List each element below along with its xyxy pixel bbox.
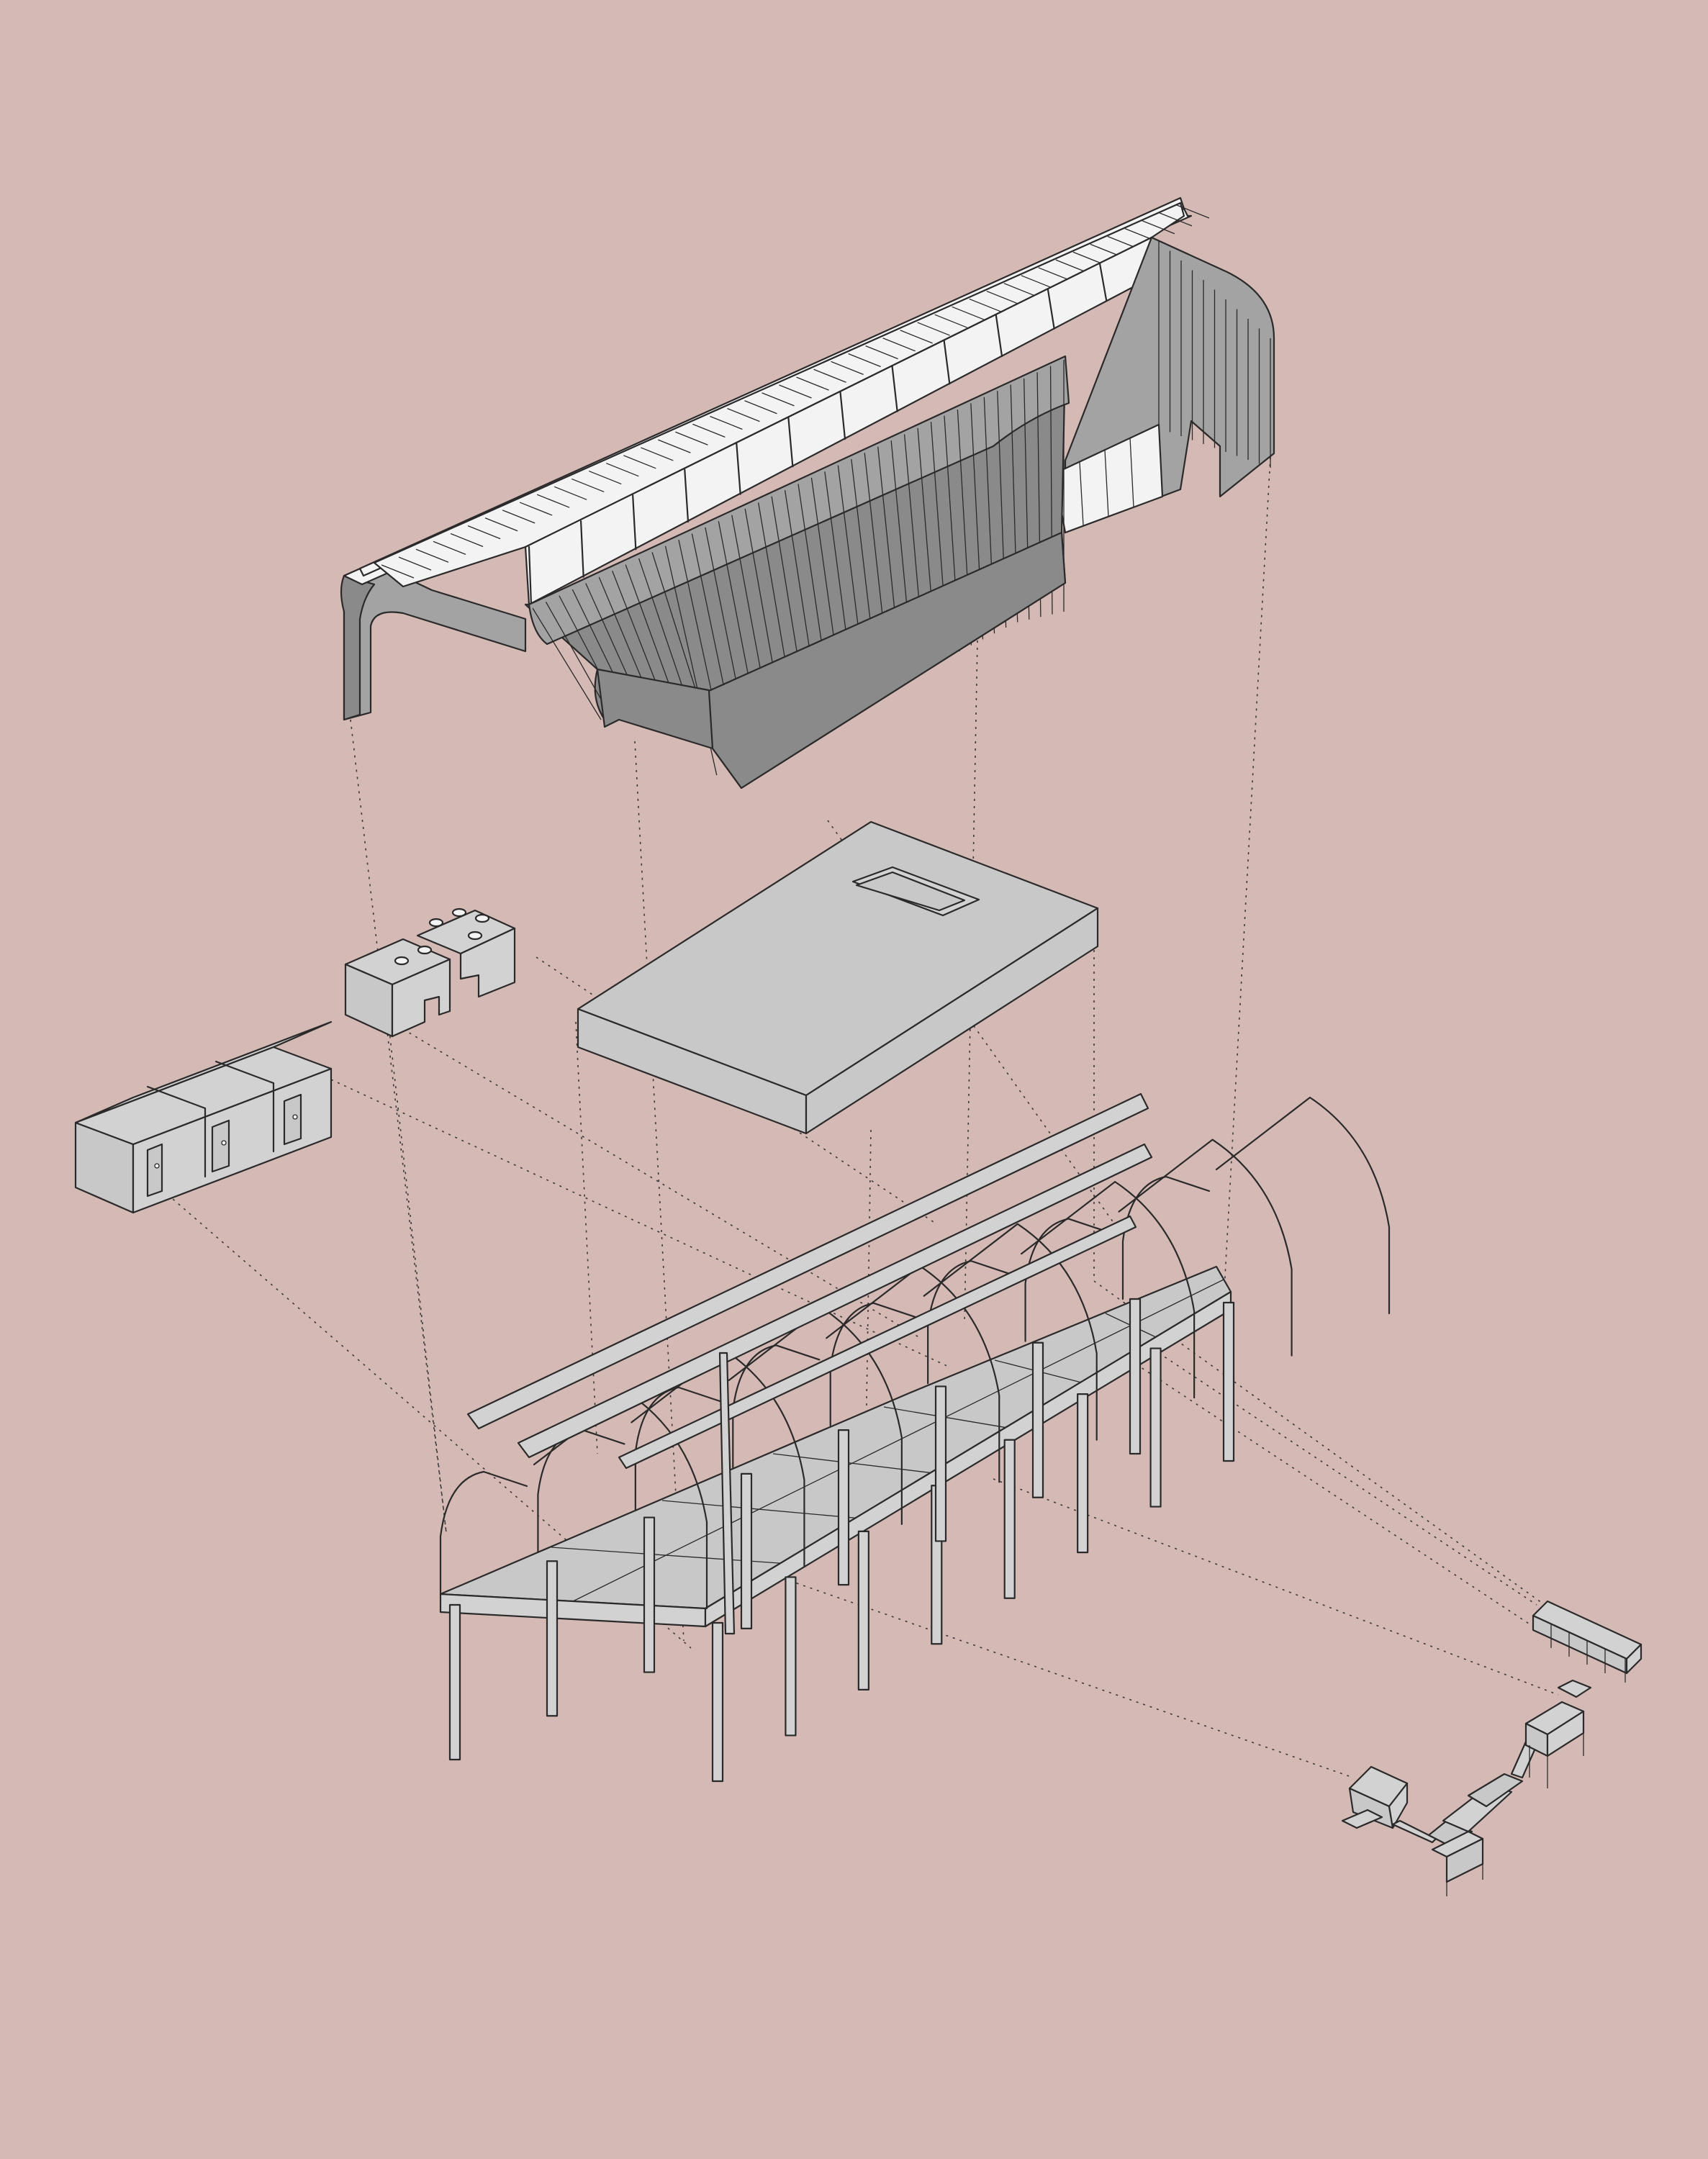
clerestory-mullion	[528, 546, 533, 606]
column	[785, 1576, 797, 1737]
skylight-rib	[519, 502, 553, 516]
column	[857, 1530, 869, 1690]
skylight-rib	[762, 392, 795, 407]
clerestory-mullion	[632, 494, 637, 551]
skylight-rib	[1142, 220, 1175, 235]
clerestory-mullion	[736, 443, 741, 495]
skylight-rib	[917, 322, 950, 336]
column	[1222, 1301, 1235, 1462]
skylight-rib	[1003, 283, 1037, 297]
portal-arch-left	[1121, 1175, 1211, 1300]
skylight-rib	[1021, 275, 1054, 289]
cabin-modules	[74, 1020, 333, 1214]
deck-axis-line	[572, 1279, 1224, 1602]
skylight-rib	[415, 548, 449, 563]
column	[1077, 1393, 1089, 1554]
floor-slab	[577, 820, 1099, 1135]
clerestory-mullion	[839, 391, 846, 440]
portal-arch-left	[634, 1386, 723, 1511]
clerestory-mullion	[943, 340, 951, 385]
portal-arch-right	[923, 1223, 1098, 1441]
portal-arch-right	[826, 1265, 1000, 1483]
skylight-rib	[641, 447, 674, 461]
clerestory-mullion	[684, 469, 690, 523]
portal-arch-right	[1118, 1139, 1293, 1357]
column	[1149, 1347, 1162, 1508]
skylight-rib	[623, 455, 656, 469]
column	[934, 1385, 947, 1542]
skylight-rib	[433, 540, 466, 555]
clerestory-mullion	[891, 366, 898, 412]
portal-arch-right	[728, 1307, 903, 1525]
skylight-rib	[675, 431, 708, 445]
skylight-rib	[1159, 212, 1193, 227]
skylight-rib	[882, 338, 916, 352]
portal-arch-right	[1021, 1181, 1196, 1399]
skylight-rib	[589, 470, 622, 485]
skylight-rib	[710, 415, 743, 430]
roof	[340, 196, 1275, 789]
column	[711, 1621, 724, 1783]
skylight-rib	[450, 533, 484, 548]
skylight-rib	[606, 463, 639, 477]
bench-unit	[1532, 1600, 1643, 1683]
clerestory-mullion	[579, 520, 584, 578]
skylight-rib	[848, 353, 881, 368]
skylight-rib	[571, 478, 605, 493]
skylight-rib	[553, 486, 587, 500]
clerestory-mullion	[995, 314, 1003, 358]
skylight-rib	[1038, 267, 1072, 281]
columns	[448, 1298, 1235, 1783]
skylight-rib	[1176, 204, 1210, 219]
skylight-rib	[952, 306, 985, 320]
portal-arch-right	[1215, 1096, 1391, 1315]
skylight-rib	[900, 330, 933, 344]
skylight-rib	[934, 314, 967, 328]
column	[448, 1603, 461, 1761]
skylight-rib	[969, 298, 1002, 313]
skylight-rib	[744, 400, 777, 415]
rear-panels	[1158, 241, 1271, 468]
skylight-rib	[658, 439, 691, 453]
skylight-rib	[865, 345, 898, 360]
skylight-rib	[813, 368, 846, 383]
skylight-rib	[796, 376, 829, 391]
clerestory-mullions	[528, 236, 1160, 606]
frame-structure	[439, 1092, 1391, 1783]
skylight-rib	[398, 556, 432, 571]
skylight-rib	[484, 517, 518, 532]
portal-arch-left	[439, 1470, 528, 1596]
conveyor-machine	[1341, 1679, 1592, 1896]
column	[1031, 1341, 1044, 1498]
skylight-rib	[467, 525, 501, 540]
skylight-rib	[502, 510, 536, 524]
skylight-rib	[831, 361, 864, 375]
roof-panel-seam	[532, 607, 602, 720]
column	[1003, 1439, 1016, 1599]
skylight-rib	[779, 384, 812, 399]
skylight-rib	[381, 564, 415, 579]
clerestory-mullion	[1098, 262, 1108, 302]
skylight-rib	[536, 494, 570, 508]
column	[643, 1516, 656, 1673]
column	[546, 1560, 559, 1717]
twin-modules	[344, 907, 516, 1038]
skylight-rib	[727, 408, 760, 422]
skylight-ribs	[381, 204, 1210, 579]
skylight-rib	[692, 423, 726, 438]
column	[740, 1472, 753, 1629]
column	[837, 1429, 850, 1586]
clerestory-mullion	[1047, 288, 1055, 330]
rear-window-mullions	[1079, 437, 1134, 526]
skylight-rib	[986, 290, 1020, 305]
column	[1129, 1298, 1142, 1455]
clerestory-mullion	[787, 417, 794, 468]
